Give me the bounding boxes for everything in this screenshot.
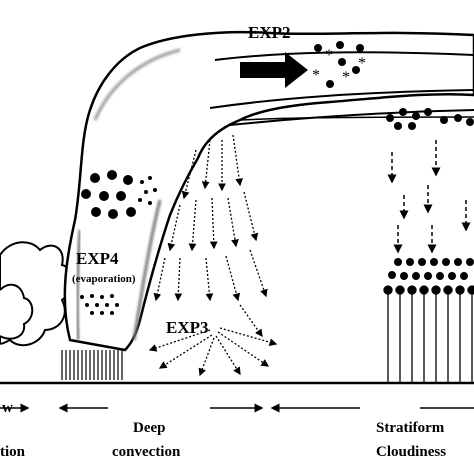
stratiform-cloud-top xyxy=(239,116,474,121)
shallow-region-label-top: w xyxy=(2,400,13,416)
exp3-label: EXP3 xyxy=(166,318,209,337)
ice-asterisks: * * * * xyxy=(312,47,366,86)
deep-convection-label-bottom: convection xyxy=(112,444,181,460)
convective-tower xyxy=(63,30,474,352)
exp4-evaporation-label: (evaporation) xyxy=(72,273,136,285)
exp4-small-particles xyxy=(138,176,157,205)
anvil-particles xyxy=(314,41,364,88)
deep-convection-label-top: Deep xyxy=(133,420,166,436)
exp4-label: EXP4 xyxy=(76,249,119,268)
stratiform-lower-particles xyxy=(388,258,474,280)
shallow-cloud xyxy=(0,241,74,347)
ice-crystal-icon: * xyxy=(325,47,333,64)
exp2-transport-arrow xyxy=(240,52,308,88)
convective-rain-shaft xyxy=(61,350,123,380)
shallow-region-label-bottom: tion xyxy=(0,444,26,460)
evaporated-particles xyxy=(80,294,119,315)
exp3-downdraft-arrows xyxy=(148,134,278,377)
exp4-large-particles xyxy=(81,170,136,219)
ice-crystal-icon: * xyxy=(358,55,366,72)
stratiform-rain xyxy=(383,285,474,383)
stratiform-fall-arrows xyxy=(387,140,471,254)
ice-crystal-icon: * xyxy=(312,67,320,84)
stratiform-label-bottom: Cloudiness xyxy=(376,444,446,460)
exp2-label: EXP2 xyxy=(248,23,291,42)
stratiform-label-top: Stratiform xyxy=(376,420,445,436)
stratiform-upper-particles xyxy=(386,108,474,130)
ice-crystal-icon: * xyxy=(342,69,350,86)
